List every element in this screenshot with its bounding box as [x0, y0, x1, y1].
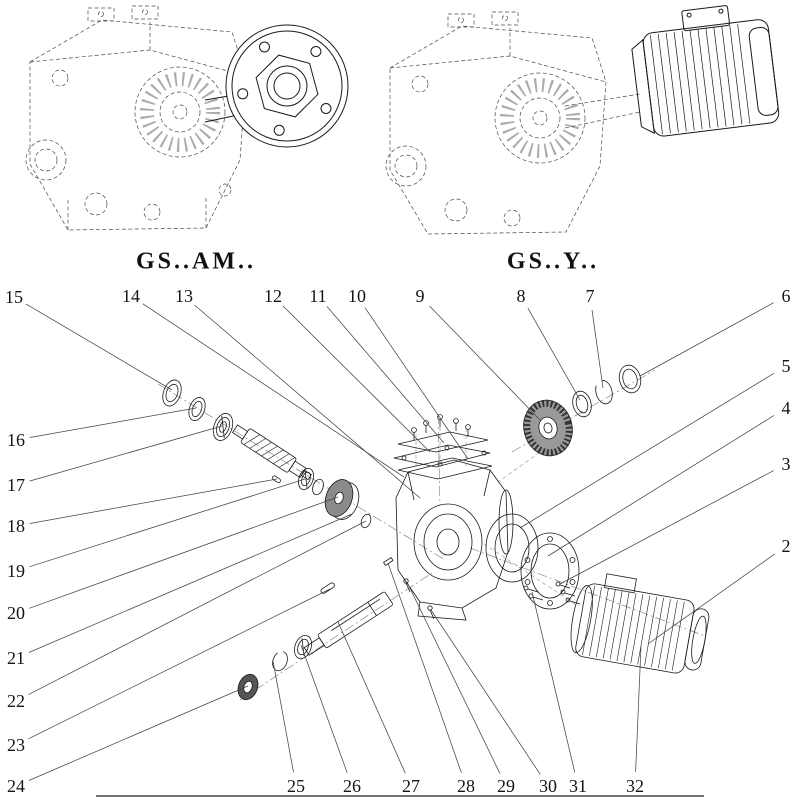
- part-cover-bolts: [411, 414, 471, 440]
- part-motor: [570, 573, 710, 674]
- gear-hatch-ring: [500, 78, 580, 158]
- callout-number-14: 14: [122, 286, 140, 306]
- part-flange-screws: [523, 581, 581, 605]
- part-circlip: [595, 379, 613, 405]
- leader-line-27: [337, 621, 406, 774]
- part-seal-ring: [162, 379, 182, 407]
- part-motor-flange: [520, 532, 580, 610]
- leader-line-25: [272, 660, 294, 773]
- callout-number-8: 8: [516, 286, 526, 306]
- part-pin: [271, 475, 281, 484]
- callout-number-7: 7: [585, 286, 595, 306]
- callout-number-29: 29: [497, 776, 515, 796]
- callout-number-23: 23: [7, 735, 25, 755]
- part-washer: [572, 390, 592, 418]
- callout-number-25: 25: [287, 776, 305, 796]
- part-helical-gear: [523, 399, 573, 457]
- leader-line-8: [527, 308, 581, 401]
- leader-line-14: [142, 303, 405, 478]
- part-adapter-ring: [485, 513, 539, 583]
- output-flange-figure: [204, 24, 349, 148]
- leader-line-19: [29, 478, 306, 568]
- callout-number-30: 30: [539, 776, 557, 796]
- part-o-ring: [360, 513, 372, 529]
- leader-line-3: [559, 470, 774, 585]
- model-label-gs-am: GS..AM..: [136, 248, 256, 275]
- leader-line-12: [282, 305, 431, 453]
- callout-number-26: 26: [343, 776, 361, 796]
- leader-line-32: [635, 645, 642, 773]
- part-key: [320, 582, 335, 594]
- leader-line-30: [430, 609, 541, 775]
- callout-number-20: 20: [7, 603, 25, 623]
- callout-number-19: 19: [7, 561, 25, 581]
- leader-line-31: [531, 591, 576, 773]
- callout-number-13: 13: [175, 286, 193, 306]
- part-cover-gasket: [393, 431, 493, 480]
- leader-line-7: [591, 309, 604, 389]
- leader-line-9: [429, 305, 541, 421]
- leader-line-4: [547, 415, 775, 557]
- part-output-washer: [237, 673, 259, 701]
- callout-number-21: 21: [7, 648, 25, 668]
- leader-line-6: [639, 302, 774, 377]
- callout-number-5: 5: [781, 356, 791, 376]
- callout-number-9: 9: [415, 286, 425, 306]
- part-small-screws: [403, 578, 435, 620]
- part-bearing-input: [212, 413, 234, 441]
- callout-number-6: 6: [781, 286, 791, 306]
- motor-figure: [631, 5, 780, 137]
- figure-gs-am-drawing: [25, 5, 349, 231]
- leader-line-17: [29, 425, 223, 482]
- leader-line-16: [29, 407, 197, 438]
- leader-line-11: [326, 306, 445, 444]
- leader-line-5: [519, 372, 775, 529]
- callout-number-16: 16: [7, 430, 25, 450]
- callout-number-28: 28: [457, 776, 475, 796]
- exploded-view: [157, 364, 710, 701]
- leader-line-24: [28, 685, 249, 781]
- leader-line-18: [29, 478, 278, 524]
- leader-line-21: [28, 513, 353, 653]
- part-worm-wheel: [324, 479, 360, 520]
- leader-line-26: [300, 644, 348, 773]
- part-output-circlip: [272, 650, 288, 672]
- leader-line-13: [194, 304, 421, 499]
- part-ring: [188, 397, 206, 421]
- callout-number-31: 31: [569, 776, 587, 796]
- leader-line-10: [364, 307, 469, 460]
- leader-line-23: [28, 588, 331, 740]
- callout-number-15: 15: [5, 287, 23, 307]
- callout-number-11: 11: [309, 286, 327, 306]
- callout-number-18: 18: [7, 516, 25, 536]
- part-housing: [395, 459, 514, 621]
- leader-line-28: [387, 562, 462, 773]
- callout-number-27: 27: [402, 776, 420, 796]
- callout-number-2: 2: [781, 536, 791, 556]
- part-bearing: [298, 467, 324, 496]
- leader-line-2: [647, 553, 775, 645]
- callout-number-12: 12: [264, 286, 282, 306]
- callout-number-10: 10: [348, 286, 366, 306]
- leader-line-22: [28, 520, 367, 695]
- callout-number-17: 17: [7, 475, 25, 495]
- figure-gs-y-drawing: [385, 5, 780, 235]
- model-label-gs-y: GS..Y..: [506, 248, 600, 275]
- leader-line-29: [406, 581, 501, 774]
- gear-hatch-ring: [140, 72, 220, 152]
- callout-number-22: 22: [7, 691, 25, 711]
- part-retaining-ring: [618, 364, 642, 394]
- part-small-pin: [383, 557, 394, 566]
- leader-line-15: [25, 303, 173, 391]
- leader-lines: [25, 302, 775, 781]
- callout-number-32: 32: [626, 776, 644, 796]
- callout-number-24: 24: [7, 776, 25, 796]
- callout-number-4: 4: [781, 398, 791, 418]
- leader-line-20: [29, 496, 339, 609]
- callout-number-3: 3: [781, 454, 791, 474]
